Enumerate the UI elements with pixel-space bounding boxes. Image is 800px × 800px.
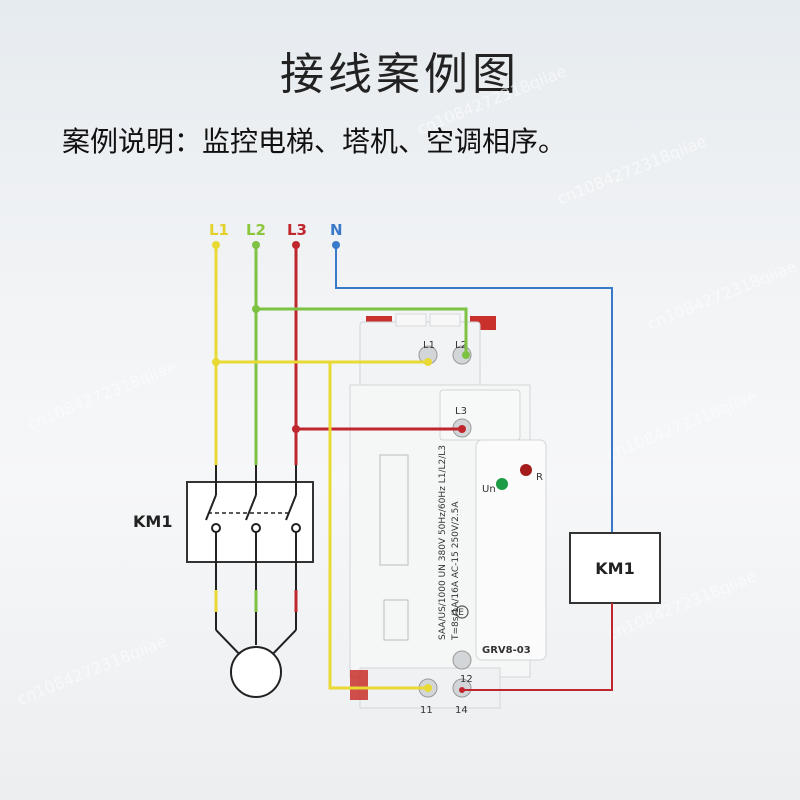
watermark-text: cn1084272318qiiae	[554, 131, 709, 208]
relay-led-r-label: R	[536, 472, 543, 483]
relay-cert: CE	[452, 608, 464, 618]
relay-terminal-12: 12	[460, 674, 473, 685]
relay-terminal-l1: L1	[423, 340, 435, 351]
page-title: 接线案例图	[280, 49, 520, 100]
watermark-text: cn1084272318qiiae	[604, 386, 759, 463]
relay-terminal-l3: L3	[455, 406, 467, 417]
phase-label-n: N	[330, 221, 343, 239]
relay-terminal-l2: L2	[455, 340, 467, 351]
wire-l1-to-11	[216, 360, 428, 690]
contactor-km1-label: KM1	[133, 512, 172, 531]
relay-model: GRV8-03	[482, 645, 531, 656]
coil-km1-box	[569, 532, 661, 604]
relay-led-un-label: Un	[482, 484, 496, 495]
motor	[215, 612, 297, 698]
phase-label-l2: L2	[246, 221, 266, 239]
phase-label-l1: L1	[209, 221, 229, 239]
relay-spec-text-2: T=8s/1A/16A AC-15 250V/2.5A	[451, 501, 461, 641]
relay-terminal-14: 14	[455, 705, 468, 716]
watermark-text: cn1084272318qiiae	[644, 256, 799, 333]
coil-km1-label: KM1	[595, 559, 634, 578]
led-un	[496, 478, 508, 490]
watermark-text: cn1084272318qiiae	[24, 356, 179, 433]
led-r	[520, 464, 532, 476]
relay-terminal-11: 11	[420, 705, 433, 716]
phase-label-l3: L3	[287, 221, 307, 239]
relay-spec-text: SAA/US/1000 UN 380V 50Hz/60Hz L1/L2/L3	[438, 445, 448, 640]
wire-14-to-coil	[462, 603, 613, 691]
wire-n	[335, 245, 613, 533]
watermark-text: cn1084272318qiiae	[14, 631, 169, 708]
relay-module	[349, 313, 547, 709]
watermark-text: cn1084272318qiiae	[414, 61, 569, 138]
wire-l2-tap	[256, 307, 468, 355]
contactor-switches	[205, 465, 301, 590]
page-subtitle: 案例说明：监控电梯、塔机、空调相序。	[62, 125, 567, 158]
contactor-km1-box	[186, 481, 314, 563]
